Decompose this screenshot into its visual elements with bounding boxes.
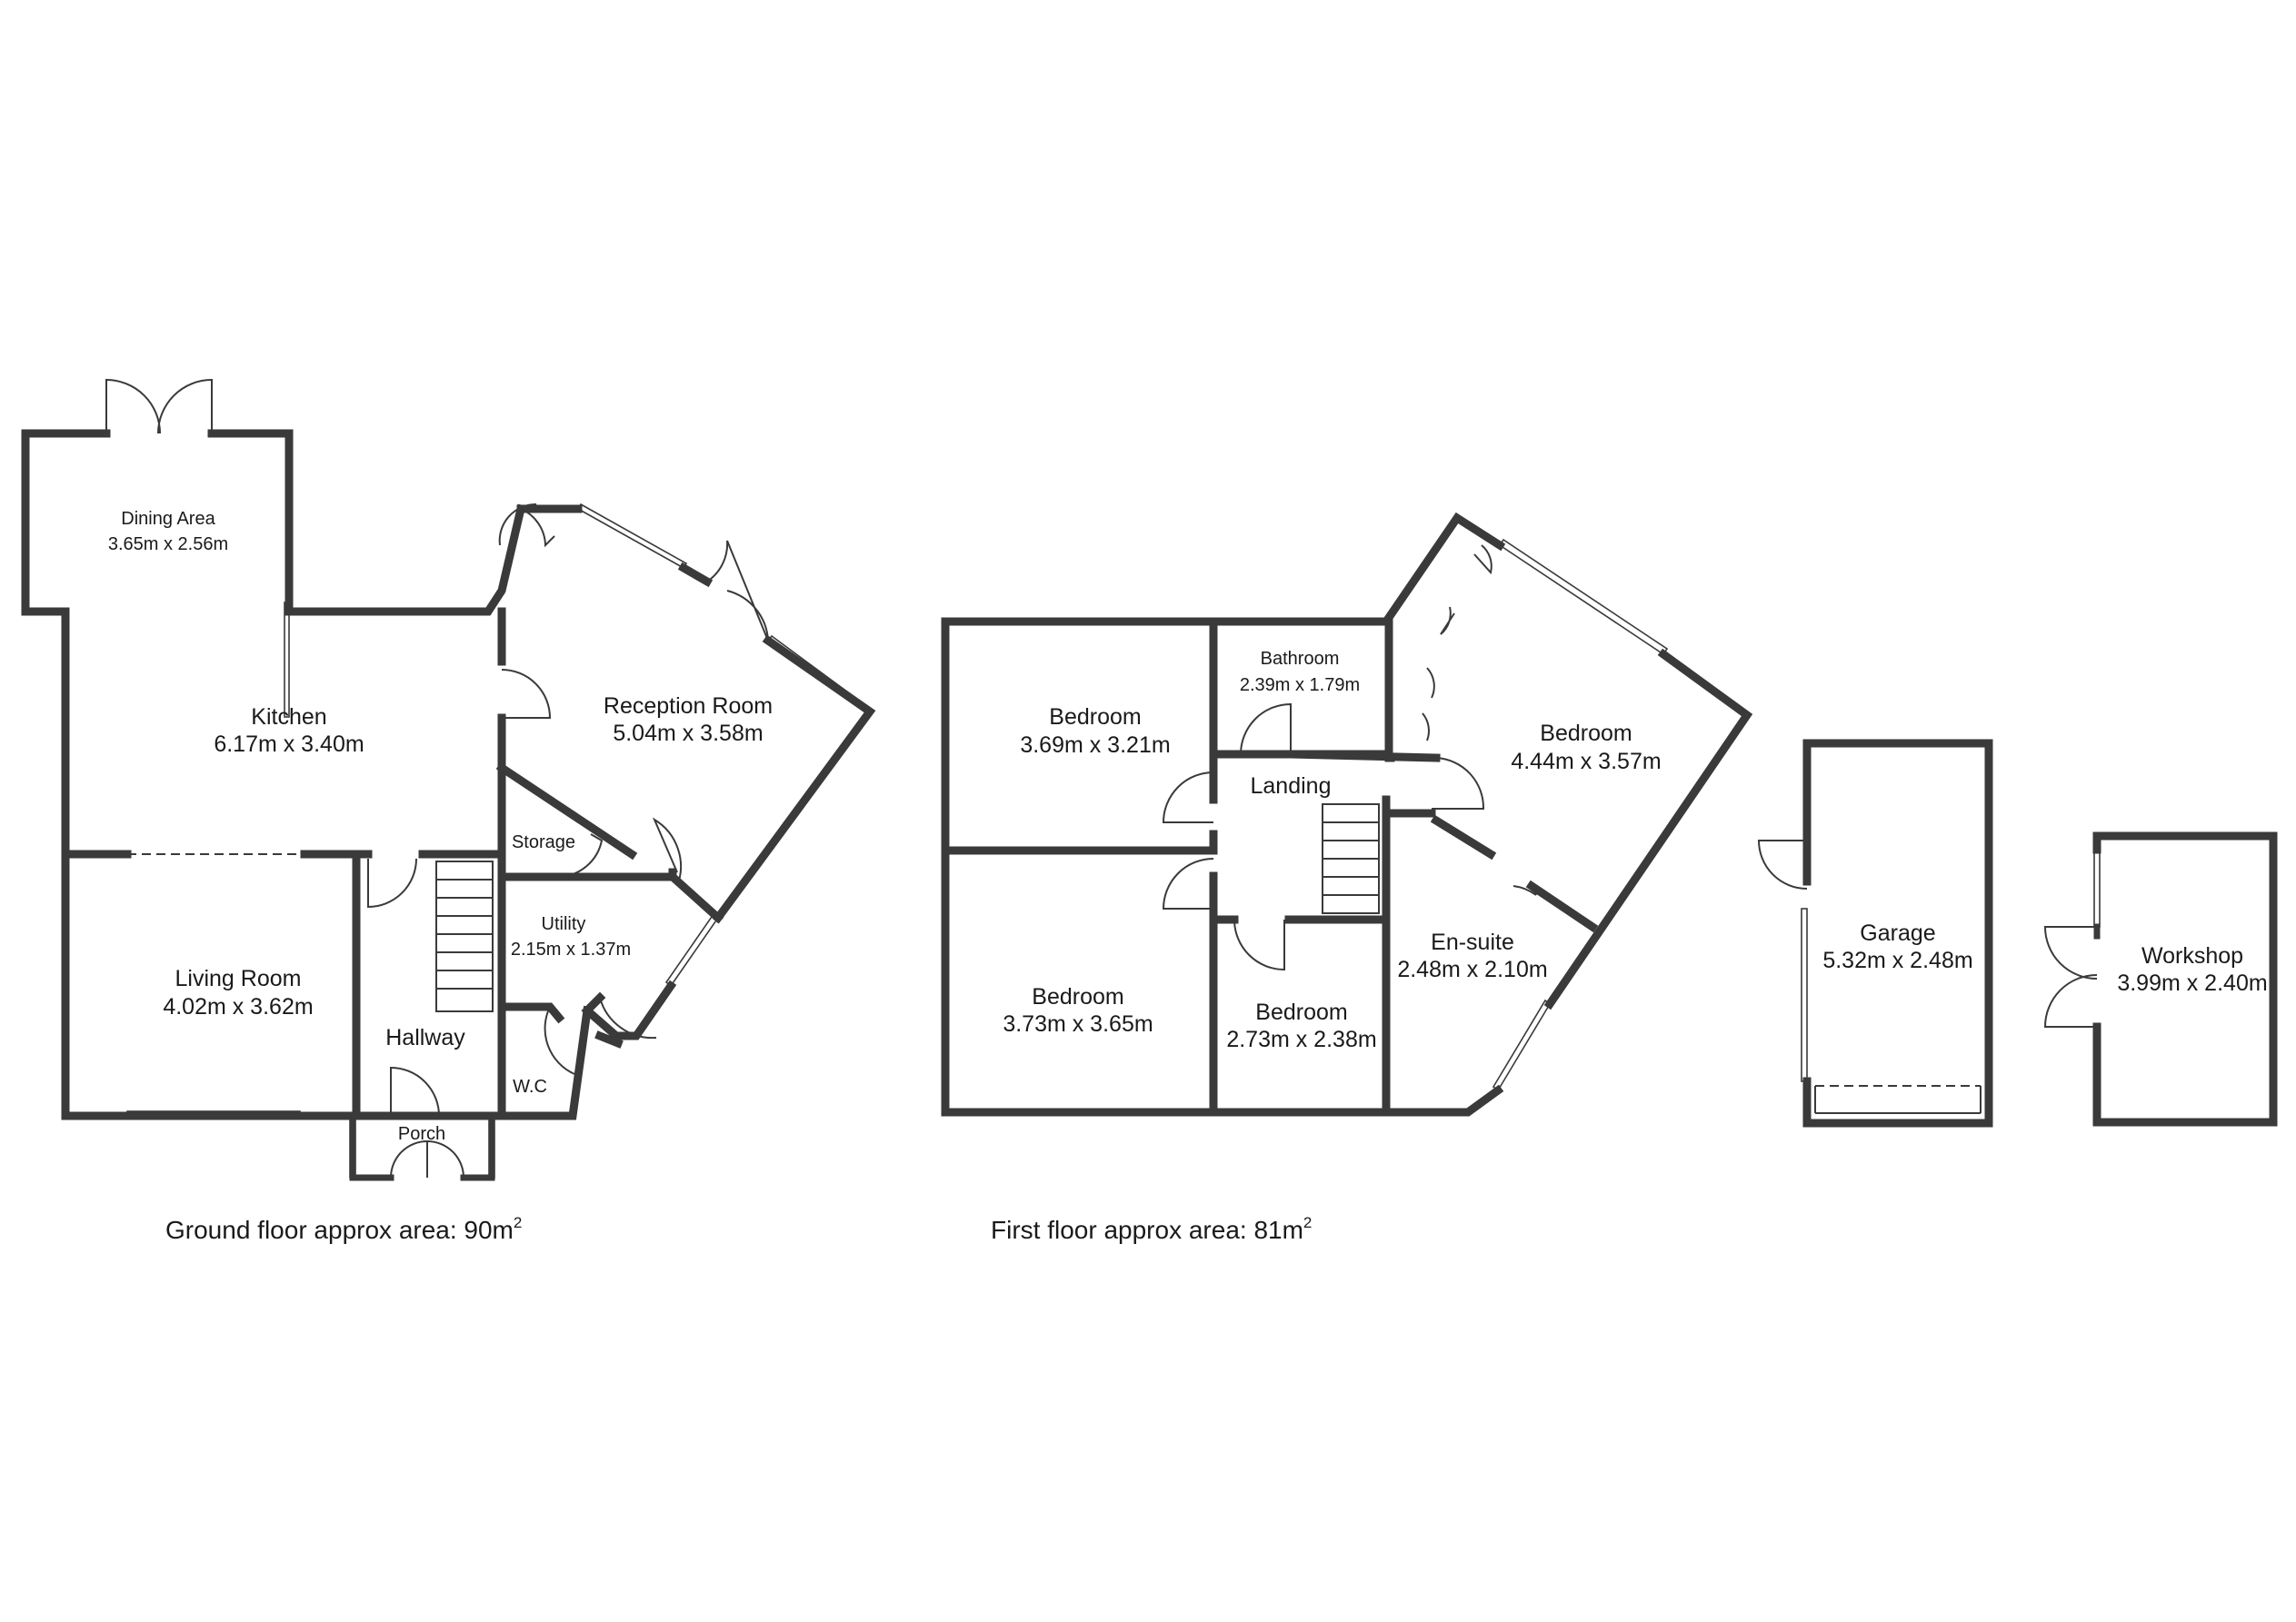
utility-dims: 2.15m x 1.37m <box>511 940 631 960</box>
bedroom-2-dims: 3.73m x 3.65m <box>1003 1011 1153 1037</box>
door[interactable] <box>544 1006 575 1075</box>
kitchen-dims: 6.17m x 3.40m <box>214 731 364 757</box>
wardrobe-door[interactable] <box>1440 606 1455 635</box>
ensuite-dims: 2.48m x 2.10m <box>1397 957 1547 982</box>
door[interactable] <box>1240 702 1292 755</box>
ground-interior-wall <box>594 1030 624 1049</box>
french-door[interactable] <box>390 1139 428 1179</box>
french-door[interactable] <box>157 378 213 434</box>
ensuite-label: En-suite <box>1431 930 1514 955</box>
window <box>576 503 688 570</box>
workshop-wall <box>2092 831 2278 1127</box>
bathroom-dims: 2.39m x 1.79m <box>1240 675 1360 695</box>
ground-interior-wall <box>497 1002 565 1024</box>
stairs <box>1322 803 1380 914</box>
door[interactable] <box>558 833 604 878</box>
first-interior-wall <box>1382 795 1436 818</box>
door[interactable] <box>1233 919 1285 971</box>
workshop-label: Workshop <box>2141 943 2243 969</box>
first-floor-plan: Bedroom 3.69m x 3.21m Bathroom 2.39m x 1… <box>941 512 1753 1244</box>
first-interior-wall <box>1209 617 1295 786</box>
bedroom-2-label: Bedroom <box>1032 984 1123 1010</box>
porch-label: Porch <box>398 1124 445 1144</box>
garage-wall <box>1802 739 1993 1128</box>
master-bedroom-label: Bedroom <box>1540 721 1632 746</box>
door[interactable] <box>367 858 417 909</box>
master-bedroom-dims: 4.44m x 3.57m <box>1511 749 1661 774</box>
first-floor-caption: First floor approx area: 81m2 <box>991 1214 1312 1244</box>
dining-area-label: Dining Area <box>121 509 215 529</box>
wc-label: W.C <box>513 1077 547 1097</box>
french-door[interactable] <box>498 503 555 548</box>
reception-room-label: Reception Room <box>604 693 773 719</box>
door[interactable] <box>599 997 657 1040</box>
ground-exterior-wall <box>712 634 876 924</box>
workshop-plan: Workshop 3.99m x 2.40m <box>2043 831 2278 1127</box>
french-door[interactable] <box>426 1140 464 1179</box>
first-interior-wall <box>941 750 1218 855</box>
living-room-dims: 4.02m x 3.62m <box>163 994 313 1020</box>
door[interactable] <box>1162 858 1214 910</box>
door[interactable] <box>501 669 552 719</box>
bathroom-label: Bathroom <box>1261 649 1340 669</box>
door[interactable] <box>1512 885 1537 896</box>
door[interactable] <box>652 817 682 887</box>
living-room-label: Living Room <box>175 966 302 991</box>
first-interior-wall <box>1290 617 1441 762</box>
window <box>664 912 720 988</box>
ground-floor-plan: Dining Area 3.65m x 2.56m Kitchen 6.17m … <box>21 378 876 1244</box>
ground-exterior-wall <box>207 429 526 616</box>
bedroom-1-label: Bedroom <box>1049 704 1141 730</box>
wardrobe-door[interactable] <box>1422 712 1430 741</box>
french-door[interactable] <box>2043 974 2098 1028</box>
wardrobe-door[interactable] <box>1473 544 1492 575</box>
ground-floor-caption: Ground floor approx area: 90m2 <box>165 1214 522 1244</box>
window <box>1492 999 1552 1092</box>
garage-dims: 5.32m x 2.48m <box>1822 948 1972 973</box>
french-door[interactable] <box>105 378 161 434</box>
utility-label: Utility <box>542 914 586 934</box>
bedroom-1-dims: 3.69m x 3.21m <box>1020 732 1170 758</box>
window <box>1498 538 1669 656</box>
door[interactable] <box>1432 757 1485 810</box>
first-interior-wall <box>1430 814 1599 933</box>
hallway-label: Hallway <box>385 1025 465 1050</box>
workshop-dims: 3.99m x 2.40m <box>2117 970 2267 996</box>
french-door[interactable] <box>706 540 769 642</box>
window <box>284 602 290 718</box>
porch-wall <box>349 1112 495 1181</box>
french-door[interactable] <box>2043 926 2098 980</box>
first-exterior-wall <box>1543 648 1753 1010</box>
kitchen-label: Kitchen <box>251 704 326 730</box>
ground-interior-wall <box>497 868 724 924</box>
garage-label: Garage <box>1860 920 1935 946</box>
window <box>1801 908 1808 1082</box>
door[interactable] <box>390 1066 440 1117</box>
ground-exterior-wall <box>21 429 361 1120</box>
first-exterior-wall <box>941 617 1504 1117</box>
first-exterior-wall <box>941 512 1506 626</box>
ground-exterior-wall <box>490 1005 593 1120</box>
ground-interior-wall <box>495 761 638 861</box>
landing-label: Landing <box>1251 773 1332 799</box>
dining-area-dims: 3.65m x 2.56m <box>108 534 228 554</box>
stairs <box>435 861 494 1012</box>
door[interactable] <box>1757 840 1808 890</box>
door[interactable] <box>1162 771 1214 823</box>
ground-exterior-wall <box>581 980 677 1040</box>
garage-plan: Garage 5.32m x 2.48m <box>1757 739 1993 1128</box>
storage-label: Storage <box>512 832 575 852</box>
wardrobe-door[interactable] <box>1426 667 1435 699</box>
window <box>2093 849 2101 928</box>
reception-room-dims: 5.04m x 3.58m <box>613 721 763 746</box>
ground-exterior-wall <box>677 562 714 588</box>
bedroom-3-dims: 2.73m x 2.38m <box>1226 1027 1376 1052</box>
bedroom-3-label: Bedroom <box>1255 1000 1347 1025</box>
